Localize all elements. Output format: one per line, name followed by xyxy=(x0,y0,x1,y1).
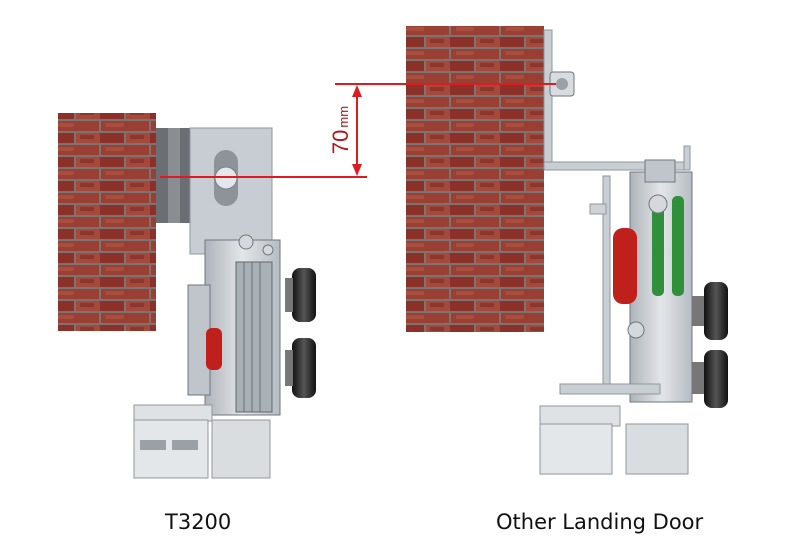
right-door-panel xyxy=(625,423,689,475)
t3200-assembly xyxy=(58,113,316,479)
other-landing-door-assembly xyxy=(406,26,728,475)
dimension-arrow-up xyxy=(352,85,362,97)
dimension-indicator: 70mm xyxy=(160,83,556,178)
dimension-value: 70 xyxy=(328,130,353,154)
right-red-pulley xyxy=(613,228,637,304)
left-door-panel xyxy=(211,419,271,479)
left-red-pulley xyxy=(206,328,222,370)
right-door-sill-block xyxy=(539,423,613,475)
svg-text:70mm: 70mm xyxy=(328,106,353,154)
left-brick-wall xyxy=(58,113,156,331)
dimension-unit: mm xyxy=(336,106,351,128)
right-brick-wall xyxy=(406,26,544,332)
right-rollers xyxy=(692,282,728,408)
dimension-arrow-down xyxy=(352,164,362,176)
left-rollers xyxy=(285,268,316,398)
t3200-caption: T3200 xyxy=(165,510,232,534)
other-landing-door-caption: Other Landing Door xyxy=(496,510,704,534)
right-green-pulleys xyxy=(652,196,684,296)
right-l-bracket xyxy=(543,29,553,171)
